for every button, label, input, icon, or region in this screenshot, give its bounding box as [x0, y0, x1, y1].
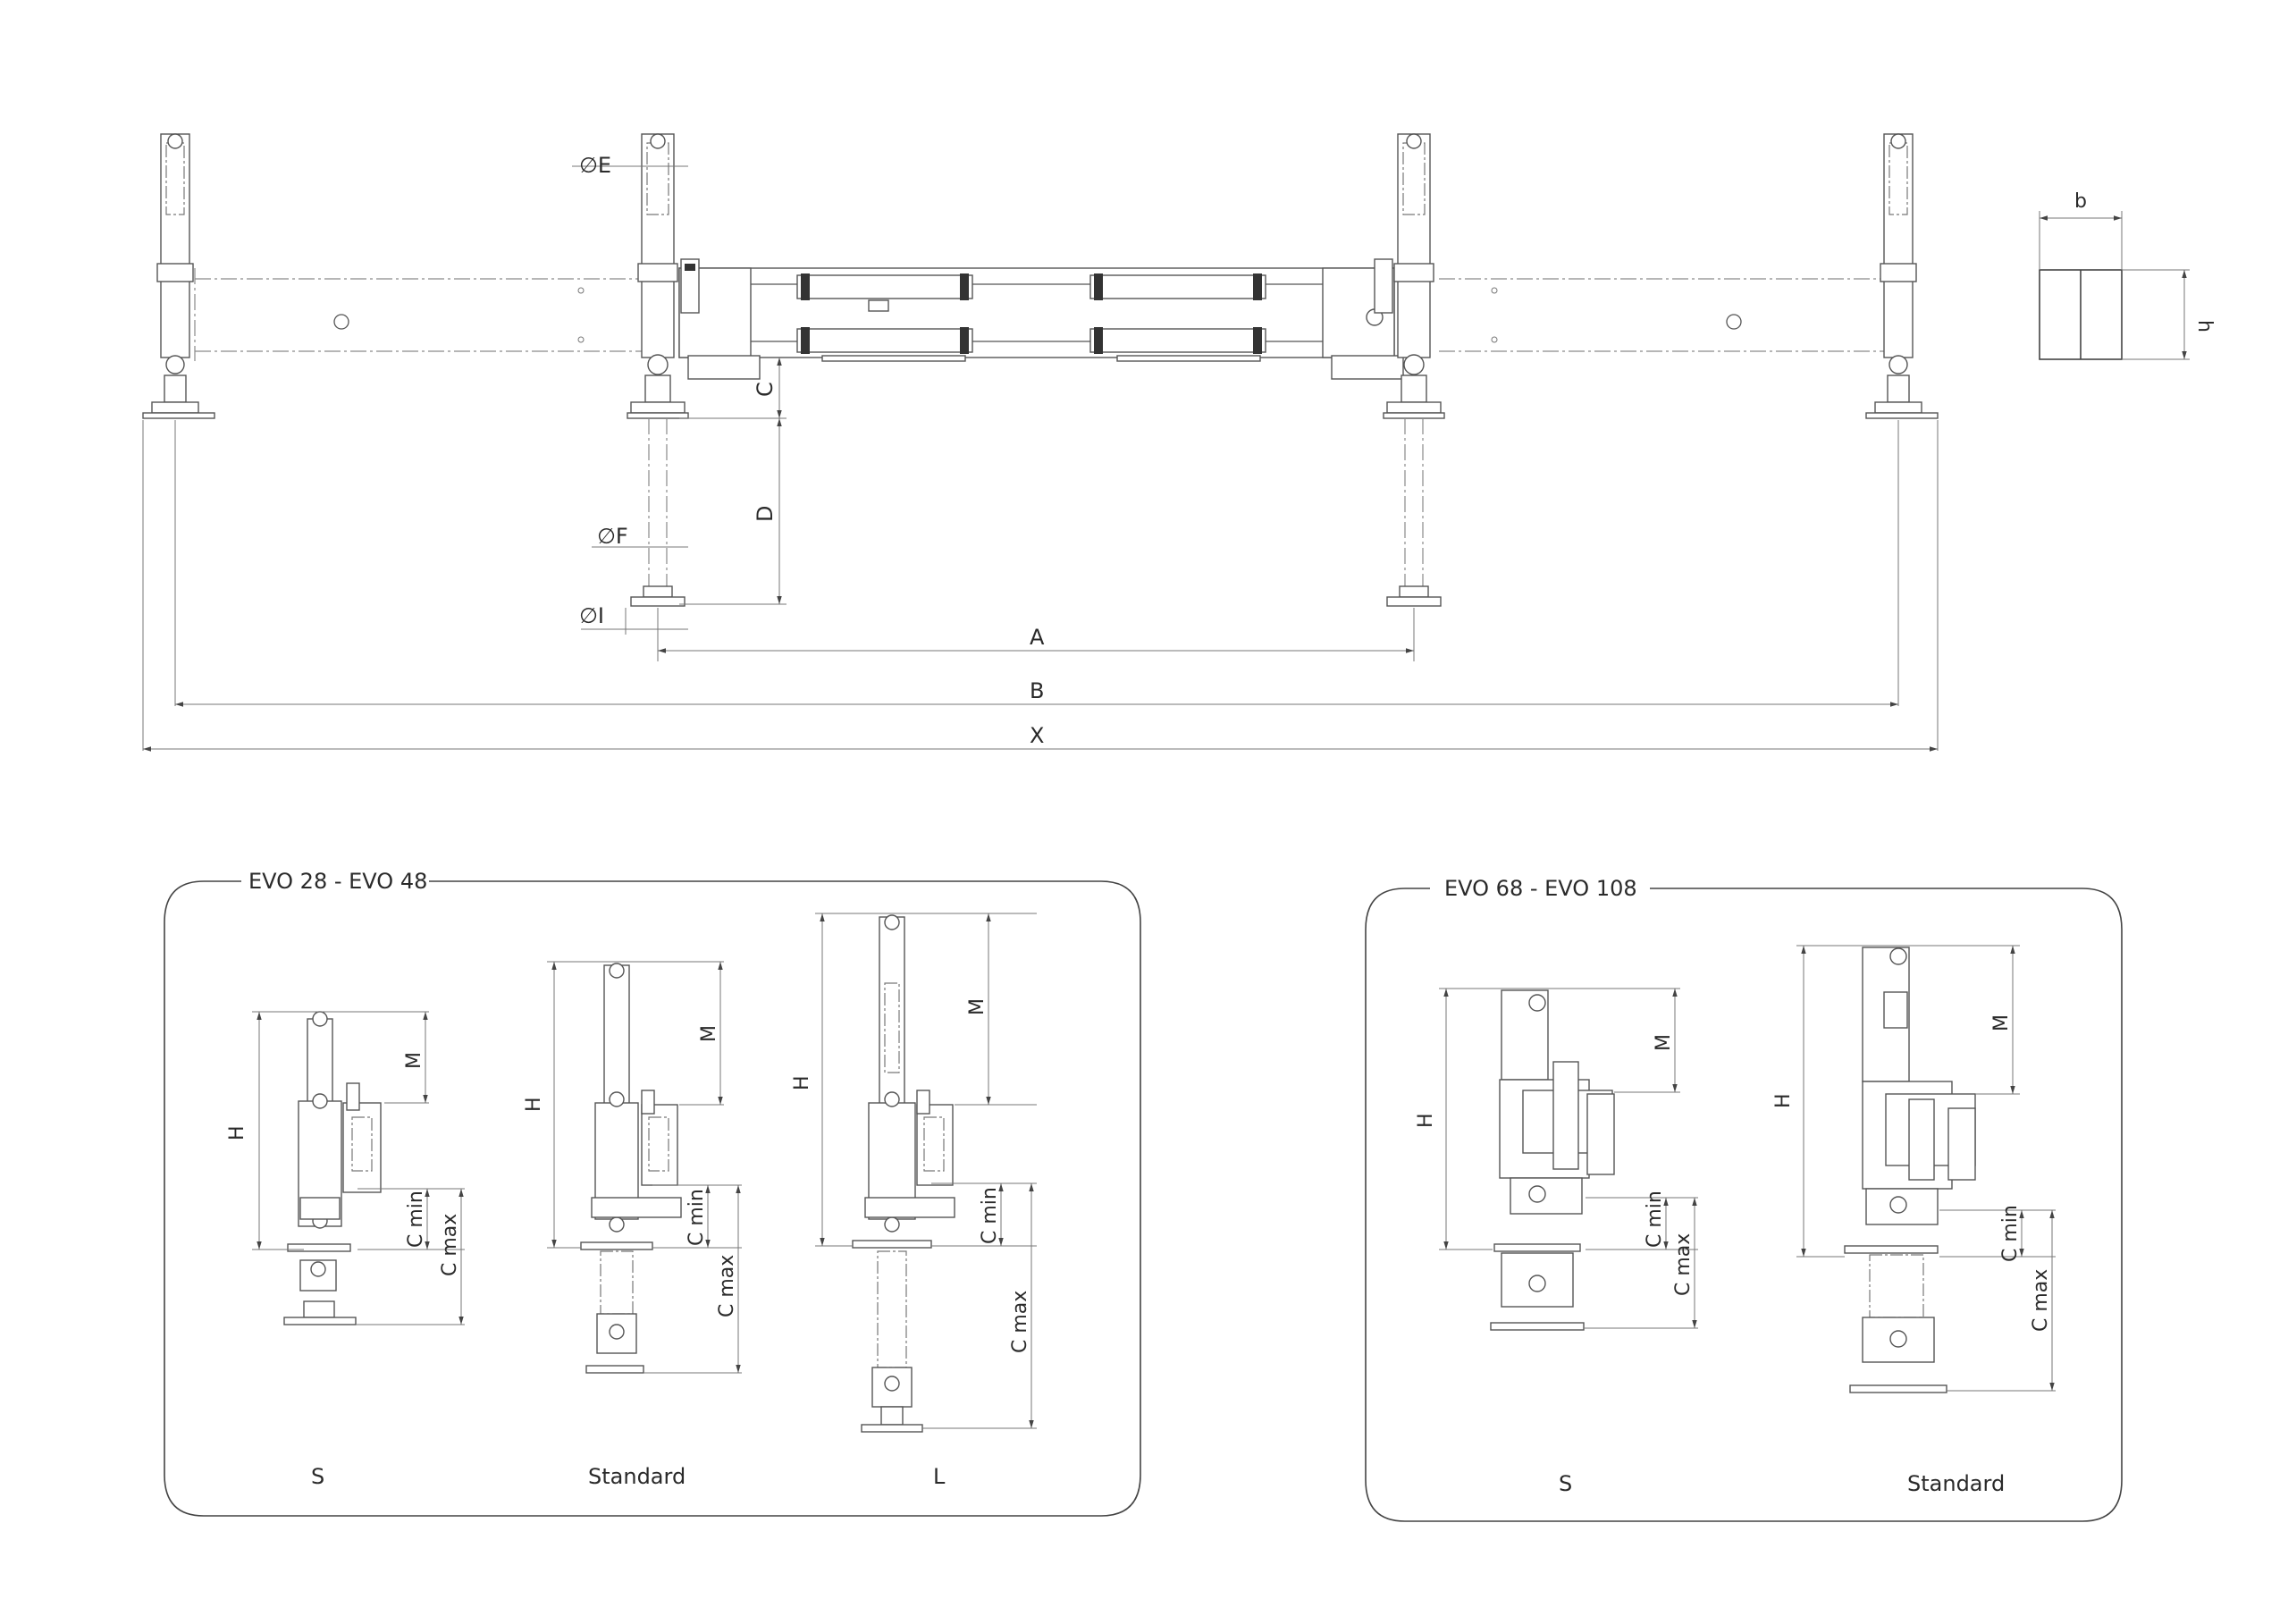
h-label-standard: H: [523, 1097, 545, 1112]
dim-dia-f: ∅F: [597, 524, 628, 549]
m-label-s: M: [403, 1052, 425, 1069]
caption-standard: Standard: [588, 1464, 686, 1489]
cmax-label-standard: C max: [2030, 1269, 2052, 1332]
h-label-standard: H: [1772, 1093, 1795, 1108]
dim-dia-e: ∅E: [579, 153, 611, 178]
cmin-label-standard: C min: [1999, 1205, 2022, 1262]
dim-c: C: [753, 382, 778, 397]
cmin-label-l: C min: [979, 1187, 1001, 1244]
dim-a: A: [1030, 625, 1045, 650]
column-inner-left: [627, 133, 700, 607]
panel-title: EVO 68 - EVO 108: [1444, 876, 1637, 901]
h-label-s: H: [1415, 1113, 1437, 1128]
column-inner-right: [1366, 133, 1445, 607]
column-variant-s: [1490, 989, 1615, 1331]
cmax-label-s: C max: [1672, 1233, 1695, 1296]
section-height-label: h: [2193, 320, 2216, 332]
m-label-l: M: [966, 998, 988, 1015]
outer-beam-left: [194, 268, 644, 361]
h-label-s: H: [226, 1125, 248, 1140]
caption-s: S: [1559, 1471, 1572, 1496]
cmax-label-l: C max: [1009, 1291, 1031, 1353]
dim-d: D: [753, 506, 778, 522]
column-variant-s: [283, 1011, 382, 1325]
column-variant-standard: [580, 963, 682, 1374]
panel-title: EVO 28 - EVO 48: [248, 869, 427, 894]
column-outer-right: [1865, 133, 1939, 419]
caption-s: S: [311, 1464, 324, 1489]
central-beam: [678, 267, 1404, 380]
cmin-label-standard: C min: [686, 1189, 708, 1246]
cmax-label-standard: C max: [716, 1255, 738, 1317]
pivot-mark-left: [333, 314, 349, 330]
panel-evo-28-48: EVO 28 - EVO 48 H M C mi: [164, 869, 1141, 1517]
h-label-l: H: [791, 1075, 813, 1090]
dim-b: B: [1030, 678, 1044, 703]
m-label-standard: M: [1990, 1014, 2013, 1031]
outer-beam-right: [1439, 278, 1884, 352]
beam-cross-section: b h: [2039, 190, 2216, 360]
cmin-label-s: C min: [1644, 1191, 1666, 1248]
dim-x: X: [1030, 723, 1044, 748]
m-label-s: M: [1653, 1034, 1675, 1051]
caption-standard: Standard: [1907, 1471, 2005, 1496]
column-outer-left: [142, 133, 215, 419]
column-variant-standard: [1844, 947, 1976, 1393]
caption-l: L: [933, 1464, 946, 1489]
column-variant-l: [852, 914, 955, 1433]
panel-evo-68-108: EVO 68 - EVO 108 H M C min C max: [1365, 876, 2123, 1522]
cmin-label-s: C min: [405, 1191, 427, 1248]
cmax-label-s: C max: [439, 1214, 461, 1276]
section-width-label: b: [2074, 190, 2087, 213]
dim-dia-i: ∅I: [579, 603, 604, 628]
top-view: ∅E ∅F ∅I C D A B X b h: [142, 133, 2216, 752]
pivot-mark-right: [1726, 314, 1742, 330]
m-label-standard: M: [698, 1025, 720, 1042]
